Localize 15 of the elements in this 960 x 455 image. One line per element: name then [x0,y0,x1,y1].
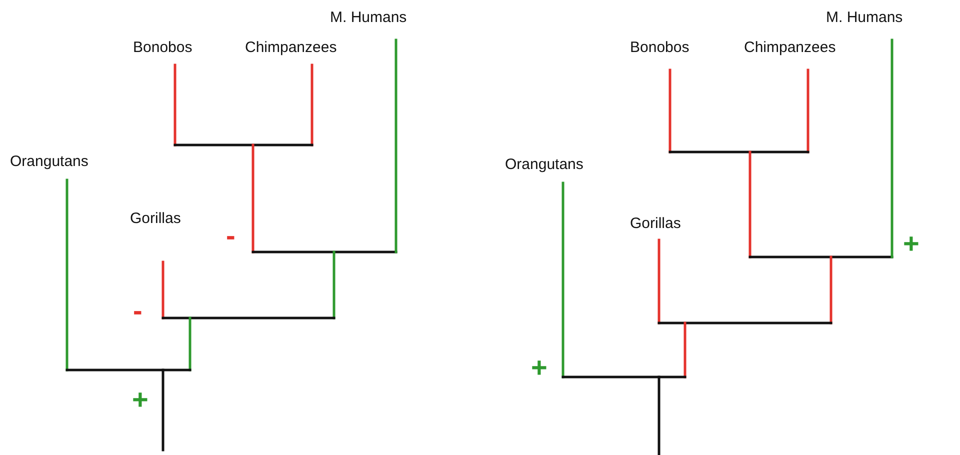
species-label: Chimpanzees [744,39,836,57]
species-label: Bonobos [133,39,192,57]
species-label: Orangutans [505,156,584,174]
species-label: Gorillas [130,210,181,228]
species-label: Chimpanzees [245,39,337,57]
species-label: M. Humans [826,9,903,27]
sign-label: + [531,354,548,382]
sign-label: - [226,222,236,250]
sign-label: - [133,297,142,325]
species-label: Bonobos [630,39,690,57]
species-label: Orangutans [10,153,88,171]
species-label: Gorillas [630,215,681,233]
sign-label: + [132,386,148,414]
sign-label: + [903,230,920,258]
species-label: M. Humans [330,9,407,27]
